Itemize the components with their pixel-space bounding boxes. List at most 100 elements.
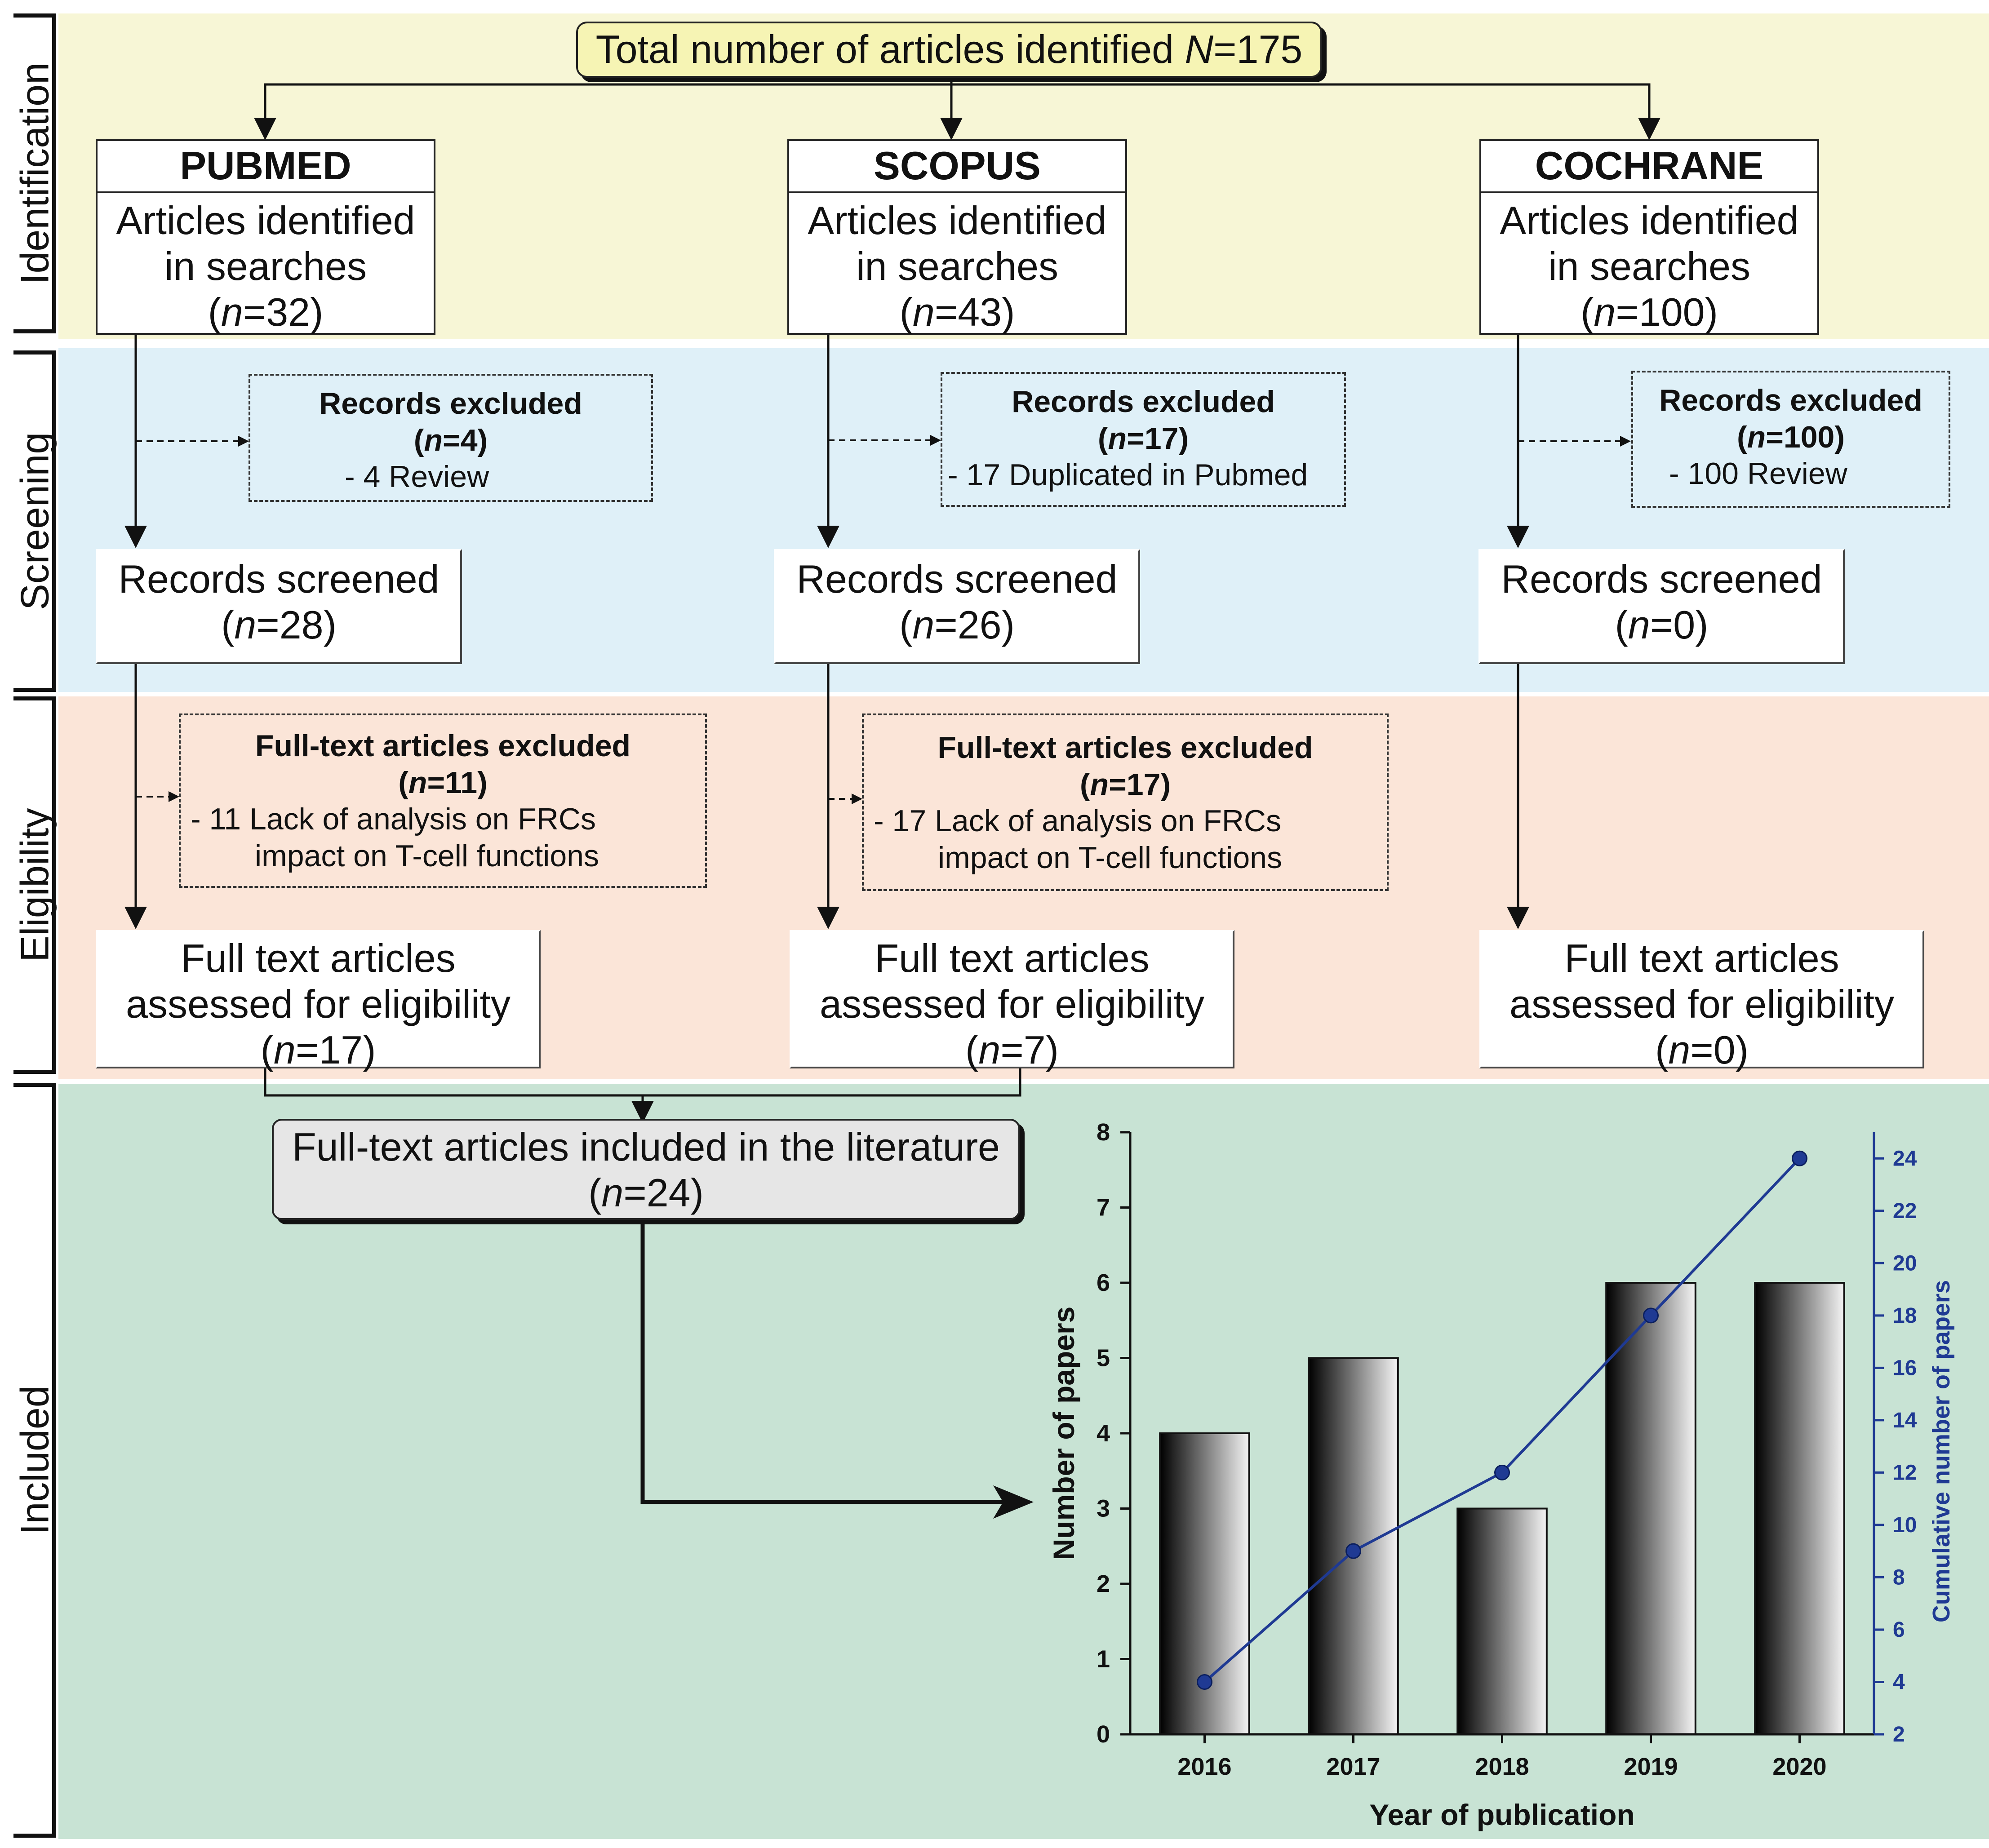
cochrane-screened-count: =0) [1650,603,1709,647]
open-paren: ( [208,290,221,335]
scopus-screened-label: Records screened [796,557,1118,601]
y-tick-label: 8 [1097,1119,1110,1146]
scopus-excluded-detail: - 17 Duplicated in Pubmed [948,458,1308,492]
pubmed-assessed-line2: assessed for eligibility [126,982,511,1027]
cochrane-records-excluded-box: Records excluded (n=100) - 100 Review [1631,371,1950,508]
total-value: =175 [1213,27,1303,71]
y2-tick-label: 24 [1893,1147,1917,1170]
n-symbol: n [273,1028,296,1072]
n-symbol: n [424,423,443,457]
cochrane-records-screened-box: Records screened (n=0) [1478,549,1845,664]
pubmed-fulltext-excluded-detail1: - 11 Lack of analysis on FRCs [191,802,596,837]
n-symbol: n [601,1170,624,1215]
pubmed-identified-line1: Articles identified [116,198,415,243]
n-symbol: n [1747,420,1766,454]
scopus-identified-count: =43) [934,290,1015,335]
scopus-assessed-line2: assessed for eligibility [820,982,1204,1027]
pubmed-fulltext-excluded-detail2: impact on T-cell functions [255,838,599,873]
x-tick-label-2019: 2019 [1624,1753,1678,1780]
y-tick-label: 5 [1097,1345,1110,1372]
n-symbol: n [408,765,427,800]
pubmed-excluded-title: Records excluded [319,386,582,421]
scopus-assessed-box: Full text articles assessed for eligibil… [790,930,1234,1072]
pubmed-excluded-detail: - 4 Review [345,460,489,494]
scopus-records-excluded-box: Records excluded (n=17) - 17 Duplicated … [941,372,1346,507]
cochrane-identified-line1: Articles identified [1500,198,1799,243]
cochrane-assessed-box: Full text articles assessed for eligibil… [1479,930,1924,1072]
n-symbol: n [978,1028,1001,1072]
scopus-assessed-line1: Full text articles [875,936,1150,980]
cochrane-assessed-line1: Full text articles [1564,936,1839,980]
scopus-screened-count: =26) [934,603,1015,647]
cochrane-excluded-detail: - 100 Review [1669,456,1847,491]
scopus-fulltext-excluded-detail2: impact on T-cell functions [938,840,1282,875]
n-symbol: n [912,290,935,335]
cochrane-identified-box: COCHRANE Articles identified in searches… [1479,139,1819,335]
scopus-excluded-title: Records excluded [1012,385,1275,419]
scopus-fulltext-excluded-title: Full-text articles excluded [937,731,1313,765]
pubmed-identified-box: PUBMED Articles identified in searches (… [96,139,435,335]
scopus-records-screened-box: Records screened (n=26) [774,549,1140,664]
scopus-assessed-count: =7) [1000,1028,1059,1072]
scopus-fulltext-excluded-box: Full-text articles excluded (n=17) - 17 … [862,713,1389,891]
n-symbol: n [1090,767,1109,802]
included-count: =24) [623,1170,704,1215]
total-prefix: Total number of articles identified [595,27,1185,71]
x-tick-label-2018: 2018 [1475,1753,1529,1780]
cumulative-point-2017 [1345,1543,1361,1559]
pubmed-assessed-line1: Full text articles [181,936,456,980]
y2-tick-label: 2 [1893,1723,1905,1746]
x-tick-label-2017: 2017 [1326,1753,1380,1780]
y-tick-label: 7 [1097,1194,1110,1221]
cochrane-excluded-count: =100) [1766,420,1845,454]
pubmed-screened-label: Records screened [118,557,440,601]
n-symbol: n [1668,1028,1691,1072]
n-symbol: n [912,603,935,647]
pubmed-records-excluded-box: Records excluded (n=4) - 4 Review [249,374,653,502]
y2-tick-label: 18 [1893,1304,1917,1328]
y2-tick-label: 14 [1893,1409,1917,1432]
n-symbol: n [1108,421,1127,456]
y2-tick-label: 20 [1893,1251,1917,1275]
pubmed-records-screened-box: Records screened (n=28) [96,549,462,664]
y2-tick-label: 10 [1893,1513,1917,1537]
x-axis-title: Year of publication [1369,1798,1634,1831]
cumulative-point-2019 [1643,1307,1659,1324]
y2-axis-title: Cumulative number of papers [1928,1280,1955,1622]
total-articles-box: Total number of articles identified N=17… [576,22,1322,78]
y2-tick-label: 12 [1893,1461,1917,1485]
x-tick-label-2016: 2016 [1177,1753,1231,1780]
scopus-excluded-count: =17) [1127,421,1189,456]
pubmed-assessed-count: =17) [295,1028,376,1072]
y-tick-label: 4 [1097,1420,1110,1447]
cochrane-assessed-count: =0) [1690,1028,1749,1072]
cochrane-identified-line2: in searches [1548,244,1750,289]
y2-tick-label: 4 [1893,1670,1905,1694]
y2-tick-label: 8 [1893,1565,1905,1589]
bar-2020 [1754,1282,1845,1735]
pubmed-fulltext-excluded-title: Full-text articles excluded [255,729,631,763]
scopus-fulltext-excluded-detail1: - 17 Lack of analysis on FRCs [874,804,1282,838]
y-tick-label: 6 [1097,1269,1110,1296]
cochrane-identified-count: =100) [1616,290,1718,335]
total-n-symbol: N [1185,27,1214,71]
y2-tick-label: 6 [1893,1618,1905,1642]
y-axis-title: Number of papers [1047,1307,1080,1560]
n-symbol: n [234,603,257,647]
cochrane-excluded-title: Records excluded [1659,383,1922,417]
pubmed-screened-count: =28) [256,603,337,647]
pubmed-identified-line2: in searches [164,244,367,289]
y2-tick-label: 22 [1893,1199,1917,1223]
identification-bracket [13,13,56,333]
pubmed-assessed-box: Full text articles assessed for eligibil… [96,930,541,1072]
pubmed-header: PUBMED [98,141,434,194]
n-symbol: n [221,290,243,335]
n-symbol: n [1594,290,1616,335]
y2-tick-label: 16 [1893,1356,1917,1380]
scopus-identified-box: SCOPUS Articles identified in searches (… [787,139,1127,335]
scopus-identified-line2: in searches [856,244,1058,289]
pubmed-fulltext-excluded-count: =11) [427,765,488,800]
